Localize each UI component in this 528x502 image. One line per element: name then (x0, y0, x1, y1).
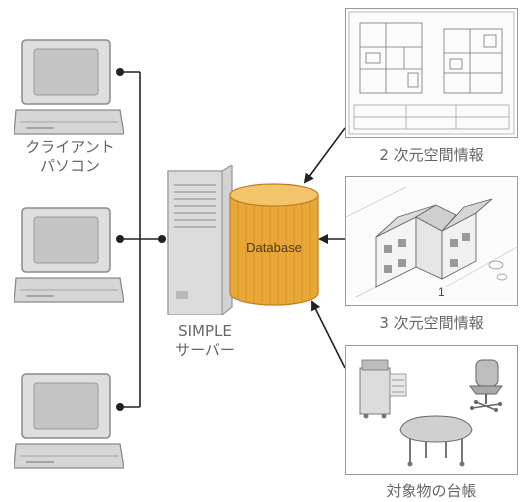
assets-panel (345, 345, 518, 475)
isometric-building-drawing (346, 180, 517, 302)
office-furniture-drawing (359, 359, 503, 467)
server-tower (167, 165, 233, 315)
floor-plan-drawing (348, 11, 515, 135)
arrow-assets-to-db (311, 300, 346, 369)
clients-label: クライアント パソコン (10, 138, 130, 176)
server-label-line1: SIMPLE (178, 322, 232, 340)
server-connector-dot (158, 235, 166, 243)
model3d-panel: 1 (345, 176, 518, 306)
model3d-caption: 3 次元空間情報 (379, 314, 484, 332)
table-icon (399, 415, 473, 467)
clients-label-line2: パソコン (39, 157, 100, 175)
server-label: SIMPLE サーバー (150, 322, 260, 360)
client2-connector-dot (116, 235, 124, 243)
client-pc-2 (14, 207, 124, 303)
office-chair-icon (469, 359, 503, 412)
database-label: Database (246, 240, 302, 255)
client-pc-3 (14, 373, 124, 469)
server-label-line2: サーバー (175, 341, 235, 359)
copier-icon (359, 359, 407, 419)
assets-caption: 対象物の台帳 (386, 482, 477, 500)
plan2d-panel (345, 8, 518, 138)
client3-connector-dot (116, 403, 124, 411)
plan2d-caption: 2 次元空間情報 (379, 146, 484, 164)
clients-label-line1: クライアント (25, 138, 115, 156)
database-cylinder (229, 183, 319, 306)
client1-connector-dot (116, 68, 124, 76)
model3d-sheet-number: 1 (438, 285, 445, 299)
client-pc-1 (14, 39, 124, 135)
arrow-plan2d-to-db (303, 127, 346, 184)
